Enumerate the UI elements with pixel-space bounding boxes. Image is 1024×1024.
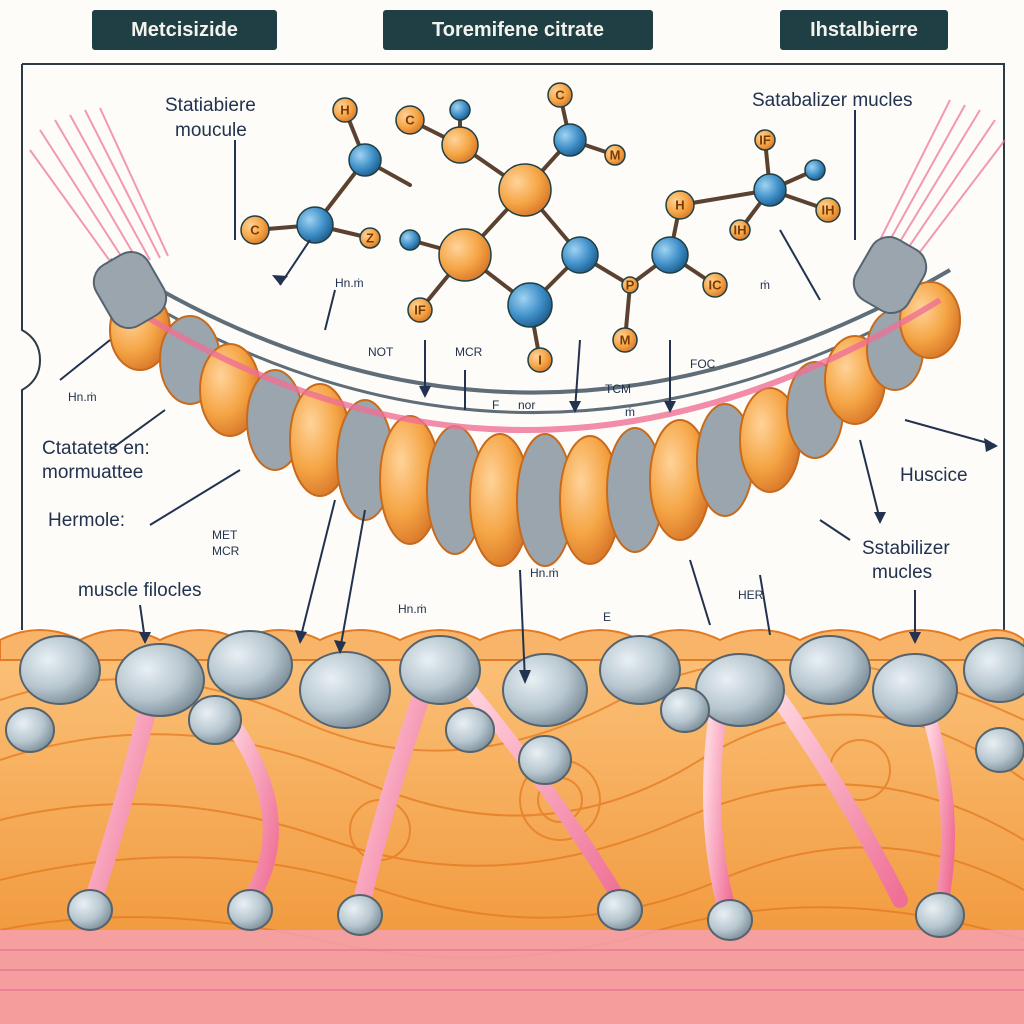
atom-label: IH — [734, 223, 747, 238]
atom-label: Z — [366, 231, 374, 246]
atom-label: IF — [759, 133, 771, 148]
atom-label: M — [610, 148, 621, 163]
base-membrane — [0, 930, 1024, 1024]
small-label: MET — [212, 528, 238, 542]
pink-fibers — [81, 683, 955, 929]
label-mormuattee: mormuattee — [42, 462, 144, 483]
atom-label: P — [626, 278, 635, 293]
small-label: E — [603, 610, 612, 624]
tab-ihstalbierre: Ihstalbierre — [780, 10, 948, 50]
molecule: H C C C Z IF I M H IC IF IH IH M P — [240, 82, 841, 373]
label-stabilizer-muscles-right-line2: mucles — [872, 562, 933, 583]
small-label: Hn.ṁ — [335, 276, 364, 290]
label-stabilizer-molecule-line1: Statiabiere — [165, 95, 256, 116]
label-chatters-en: Ctatatets en: — [42, 438, 150, 459]
atom-label: C — [250, 223, 260, 238]
atom-label: I — [538, 353, 542, 368]
small-label: F — [492, 398, 500, 412]
atom-label: IC — [709, 278, 723, 293]
small-label: HER — [738, 588, 764, 602]
label-stabilizer-muscles-right-line1: Sstabilizer — [862, 538, 950, 559]
small-label: TCM — [605, 382, 631, 396]
label-muscle-filocles: muscle filocles — [78, 580, 202, 601]
frame-outline — [21, 63, 1005, 630]
atom-label: H — [675, 198, 684, 213]
small-label: nor — [518, 398, 536, 412]
label-stabilizer-molecule-line2: moucule — [175, 120, 247, 141]
small-label: Hn.ṁ — [530, 566, 559, 580]
atom-label: IH — [822, 203, 835, 218]
atom-label: H — [340, 103, 349, 118]
annotation-arrows — [59, 110, 996, 681]
small-label: MCR — [455, 345, 483, 359]
atom-label: C — [555, 88, 565, 103]
tab-toremifene-citrate: Toremifene citrate — [383, 10, 653, 50]
arrow-heads — [139, 275, 998, 684]
small-label: ṁ — [760, 278, 770, 292]
small-label: ṁ — [625, 405, 635, 419]
small-label: FOC — [690, 357, 716, 371]
tab-metcisizide: Metcisizide — [92, 10, 277, 50]
label-hermole: Hermole: — [48, 510, 126, 531]
small-label: Hn.ṁ — [398, 602, 427, 616]
atom-label: C — [405, 113, 415, 128]
muscle-band — [29, 99, 1006, 567]
small-label: Hn.ṁ — [68, 390, 97, 404]
atom-label: M — [620, 333, 631, 348]
small-label: MCR — [212, 544, 240, 558]
label-huscice: Huscice — [900, 465, 968, 486]
atom-label: IF — [414, 303, 426, 318]
small-label: NOT — [368, 345, 394, 359]
label-stabilizer-muscles-top: Satabalizer mucles — [752, 90, 913, 111]
